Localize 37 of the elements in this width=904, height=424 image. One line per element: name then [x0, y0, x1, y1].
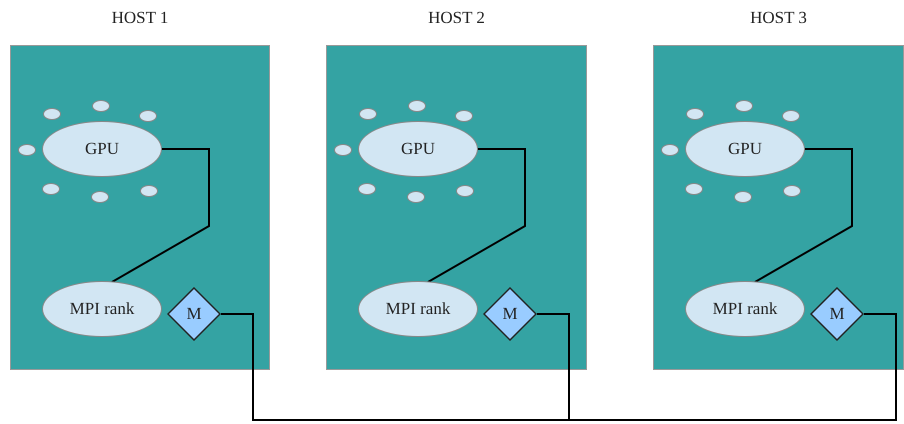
small-ellipse — [43, 108, 61, 120]
host-title: HOST 2 — [427, 8, 486, 28]
diamond-label: M — [501, 304, 519, 324]
small-ellipse — [18, 144, 36, 156]
small-ellipse — [455, 110, 473, 122]
small-ellipse — [661, 144, 679, 156]
diamond-label: M — [828, 304, 846, 324]
small-ellipse — [139, 110, 157, 122]
small-ellipse — [334, 144, 352, 156]
small-ellipse — [734, 191, 752, 203]
small-ellipse — [407, 191, 425, 203]
small-ellipse — [782, 110, 800, 122]
rank-ellipse: MPI rank — [685, 281, 805, 337]
host-title: HOST 1 — [110, 8, 170, 28]
rank-ellipse: MPI rank — [42, 281, 162, 337]
connector-line — [112, 148, 210, 283]
connector-line — [428, 148, 526, 283]
gpu-ellipse: GPU — [358, 121, 478, 177]
gpu-ellipse: GPU — [42, 121, 162, 177]
connector-line — [221, 313, 570, 421]
small-ellipse — [685, 183, 703, 195]
small-ellipse — [359, 108, 377, 120]
connector-line — [754, 148, 853, 283]
gpu-ellipse: GPU — [685, 121, 805, 177]
small-ellipse — [92, 100, 110, 112]
small-ellipse — [686, 108, 704, 120]
small-ellipse — [783, 185, 801, 197]
diamond-label: M — [185, 304, 203, 324]
small-ellipse — [358, 183, 376, 195]
small-ellipse — [140, 185, 158, 197]
small-ellipse — [735, 100, 753, 112]
rank-ellipse: MPI rank — [358, 281, 478, 337]
small-ellipse — [456, 185, 474, 197]
small-ellipse — [42, 183, 60, 195]
host-title: HOST 3 — [749, 8, 808, 28]
small-ellipse — [91, 191, 109, 203]
small-ellipse — [408, 100, 426, 112]
